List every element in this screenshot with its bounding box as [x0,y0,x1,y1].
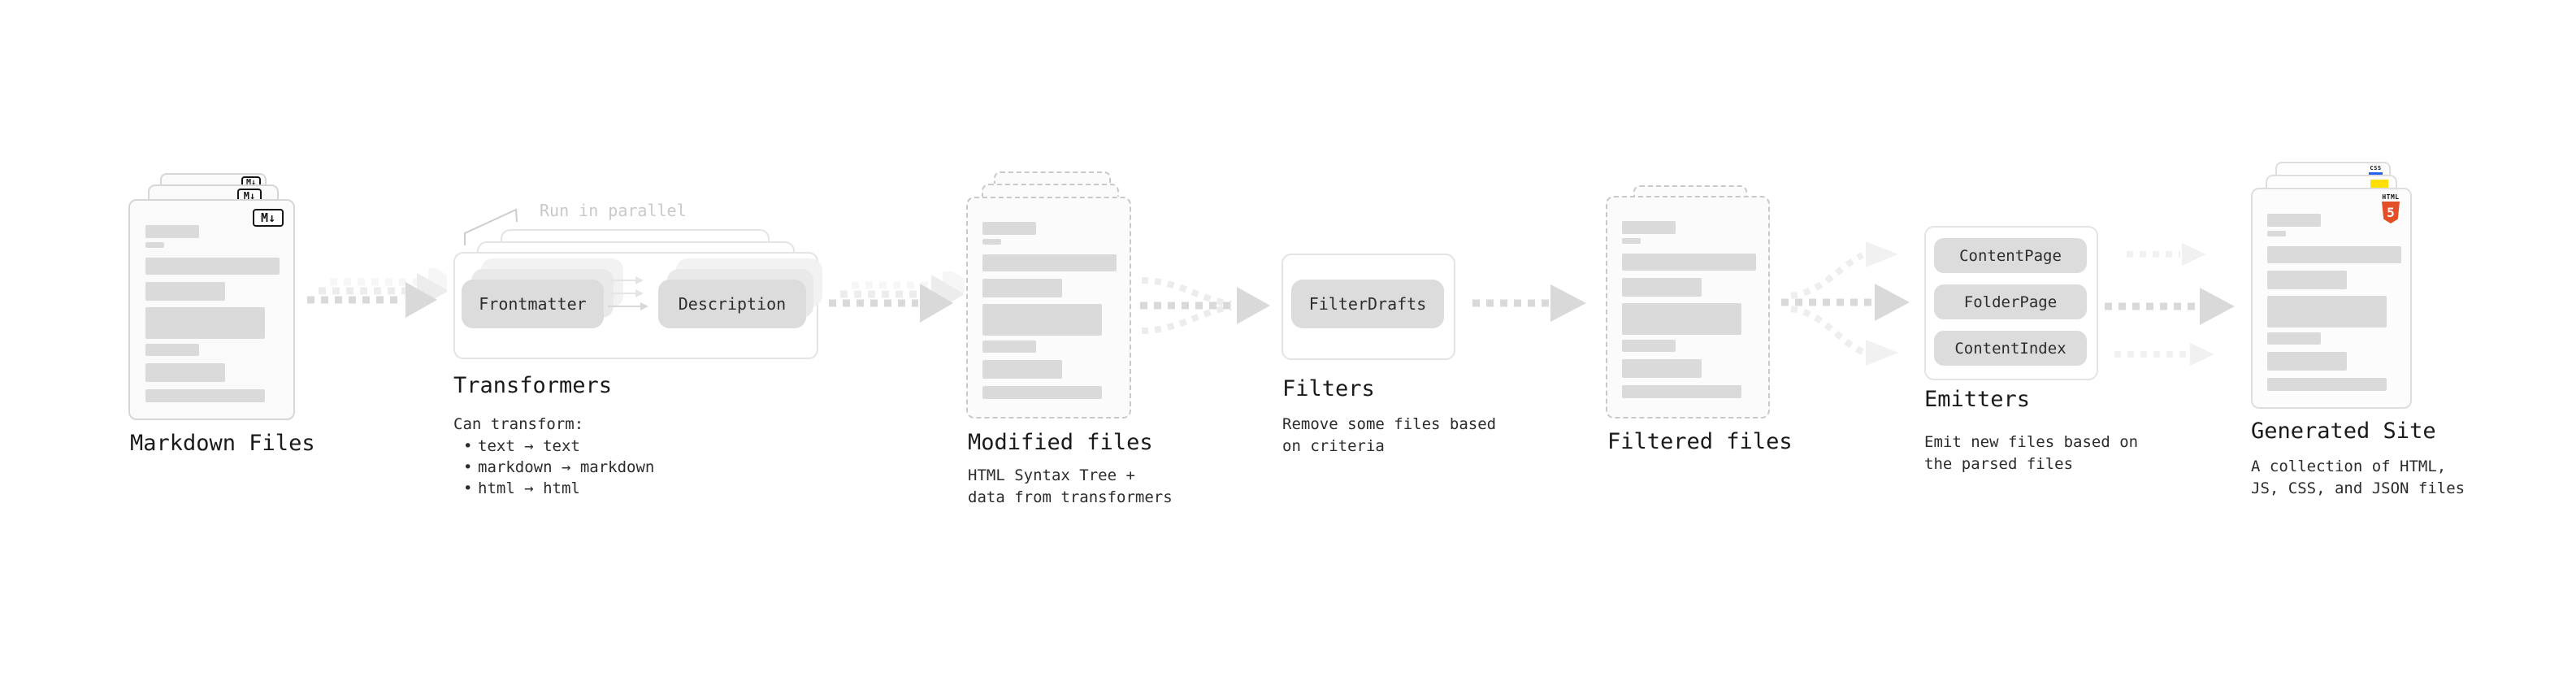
markdown-files-label: Markdown Files [130,431,315,456]
modified-files-desc: HTML Syntax Tree + [968,466,1135,484]
html5-icon-text: HTML [2382,193,2400,201]
arrow-modified-to-filters [1140,277,1270,334]
transform-item: text → text [453,436,654,457]
filters-desc: on criteria [1282,437,1385,455]
generated-doc-front: HTML 5 [2251,188,2412,409]
generated-site-desc: A collection of HTML, [2251,458,2447,475]
description-pill: Description [658,280,806,328]
arrow-filtered-to-emitters [1781,241,1910,366]
modified-doc-front [966,197,1131,419]
modified-files-label: Modified files [968,430,1153,455]
transform-item: html → html [453,478,654,499]
transform-list: text → text markdown → markdown html → h… [453,436,654,499]
css-icon-text: CSS [2370,165,2382,171]
doc-content-placeholder [1622,221,1756,398]
generated-site-desc: JS, CSS, and JSON files [2251,479,2465,497]
transform-item: markdown → markdown [453,457,654,478]
emitters-desc: Emit new files based on [1924,433,2139,451]
run-in-parallel-note: Run in parallel [540,201,687,220]
filtered-doc-front [1606,196,1770,419]
arrow-emitters-to-generated [2105,243,2235,366]
markdown-doc-front: M↓ [128,199,295,420]
css-icon: CSS [2369,166,2383,175]
contentindex-pill: ContentIndex [1934,331,2087,366]
generated-site-label: Generated Site [2251,419,2436,444]
doc-content-placeholder [2267,214,2401,391]
filters-desc: Remove some files based [1282,415,1497,433]
emitters-desc: the parsed files [1924,455,2074,473]
folderpage-pill: FolderPage [1934,284,2087,319]
frontmatter-pill: Frontmatter [462,280,604,328]
emitters-label: Emitters [1924,387,2031,412]
doc-content-placeholder [145,225,280,402]
doc-content-placeholder [982,222,1117,399]
filtered-files-label: Filtered files [1607,429,1793,454]
filters-label: Filters [1282,376,1375,401]
html5-icon: HTML 5 [2381,194,2400,223]
filterdrafts-pill: FilterDrafts [1291,280,1444,328]
markdown-icon: M↓ [253,209,284,227]
modified-files-desc: data from transformers [968,488,1173,506]
transformers-label: Transformers [453,373,613,398]
html5-icon-shield: 5 [2382,202,2400,223]
arrow-transformers-to-modified [829,271,965,323]
arrow-markdown-to-transformers [307,268,447,318]
transformers-list-title: Can transform: [453,415,584,433]
contentpage-pill: ContentPage [1934,238,2087,273]
arrow-filters-to-filtered [1472,284,1586,322]
js-icon [2370,180,2388,189]
